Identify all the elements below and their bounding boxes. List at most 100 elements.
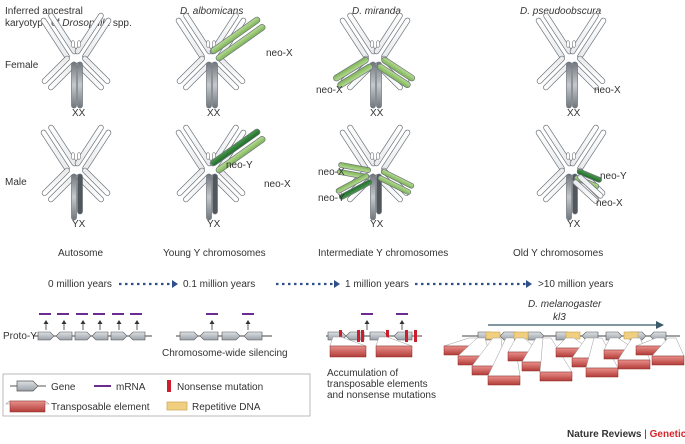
col-title-ancestral-line2: karyotype of Drosophila spp. — [5, 18, 132, 29]
row-label-female: Female — [5, 60, 39, 71]
transposable-element — [375, 345, 413, 358]
chromosome-arm — [41, 167, 70, 196]
silencing-label: Chromosome-wide silencing — [162, 348, 288, 359]
gene — [110, 331, 128, 341]
dot-chromosome — [206, 40, 211, 48]
gene — [74, 331, 92, 341]
x-chromosome — [566, 173, 572, 221]
accumulation-line3: and nonsense mutations — [327, 390, 436, 401]
accumulation-line1: Accumulation of — [327, 368, 398, 379]
legend-gene-icon — [10, 380, 46, 392]
transcription-arrow — [43, 320, 49, 324]
timeline-arrowhead — [334, 280, 340, 288]
x-chromosome — [71, 61, 77, 109]
neo-x-arm — [338, 162, 372, 173]
dot-chromosome — [369, 152, 374, 160]
transposable-element — [539, 371, 573, 382]
col-title-albomicans: D. albomicans — [180, 6, 243, 17]
chromosome-arm — [82, 167, 111, 196]
legend-te: Transposable element — [51, 402, 150, 413]
timeline-arrowhead — [172, 280, 178, 288]
transcription-arrow — [61, 320, 67, 324]
transposable-element — [329, 345, 367, 358]
transposable-element — [487, 375, 521, 386]
gene — [243, 331, 263, 341]
neo-x-arm — [337, 63, 373, 89]
neo-x-label: neo-X — [266, 48, 293, 59]
transcription-arrow — [245, 320, 251, 324]
neo-sex-chromosomes — [335, 162, 415, 200]
transposable-element — [651, 355, 685, 366]
gene — [37, 331, 55, 341]
dot-chromosome — [369, 40, 374, 48]
old-y-model — [443, 321, 685, 386]
proto-y-model — [33, 313, 152, 341]
x-chromosome — [572, 61, 578, 109]
stage-young-y: Young Y chromosomes — [163, 248, 266, 259]
chromosome-arm — [536, 55, 565, 84]
chromosome-arm — [210, 62, 239, 91]
neo-y-arm — [210, 128, 261, 166]
young-y-model — [176, 313, 272, 341]
timeline-1: 0.1 million years — [183, 279, 255, 290]
x-chromosome — [206, 61, 212, 109]
neo-y-arm — [335, 173, 370, 194]
neo-x-label: neo-X — [596, 198, 623, 209]
proto-y-label: Proto-Y — [3, 331, 37, 342]
dot-chromosome — [565, 40, 570, 48]
col-title-miranda: D. miranda — [352, 6, 401, 17]
chromosome-arm — [569, 124, 599, 167]
neo-x-arm — [377, 175, 412, 195]
neo-sex-chromosomes — [572, 168, 604, 204]
transcription-arrow — [97, 320, 103, 324]
chromosome-arm — [209, 124, 239, 167]
karyotype — [40, 124, 112, 221]
chromosome-arm — [74, 12, 104, 55]
nonsense-mutation — [361, 330, 364, 342]
neo-x-label: neo-X — [318, 167, 345, 178]
neo-x-arm — [577, 174, 604, 199]
transcription-arrow — [399, 320, 405, 324]
karyotype — [535, 12, 607, 109]
gene — [393, 331, 413, 341]
melanogaster-title: D. melanogaster — [528, 299, 602, 310]
transcription-arrow — [209, 320, 215, 324]
accumulation-line2: transposable elements — [327, 379, 428, 390]
timeline-arrowhead — [526, 280, 532, 288]
kl3-gene-label: kl3 — [553, 312, 566, 323]
neo-x-arm — [572, 179, 599, 204]
x-chromosome — [206, 173, 212, 221]
col-title-pseudoobscura: D. pseudoobscura — [520, 6, 602, 17]
nonsense-mutation — [386, 330, 389, 342]
chromosome-arm — [569, 12, 599, 55]
karyotype-label-yx: YX — [72, 219, 86, 230]
gene — [128, 331, 146, 341]
legend-te-icon — [5, 400, 50, 413]
chromosome-arm — [570, 62, 599, 91]
legend-mrna: mRNA — [116, 382, 146, 393]
repetitive-dna — [623, 331, 639, 340]
intermediate-y-model — [326, 313, 422, 358]
dot-chromosome — [71, 152, 76, 160]
nonsense-mutation — [414, 330, 417, 342]
neo-y-arm — [576, 168, 602, 183]
chromosome-arm — [74, 124, 104, 167]
stage-intermediate-y: Intermediate Y chromosomes — [318, 248, 448, 259]
legend-nonsense-icon — [167, 380, 171, 392]
nonsense-mutation — [405, 330, 408, 342]
neo-x-label: neo-X — [264, 179, 291, 190]
chromosome-arm — [373, 124, 403, 167]
neo-x-label: neo-X — [594, 85, 621, 96]
y-chromosome — [77, 173, 83, 215]
karyotype — [40, 12, 112, 109]
transposable-element — [585, 367, 619, 378]
karyotype — [175, 12, 247, 109]
gene — [221, 331, 241, 341]
karyotype-label-yx: YX — [370, 219, 384, 230]
transcription-arrow — [364, 320, 370, 324]
chromosome-arm — [176, 55, 205, 84]
gene — [199, 331, 219, 341]
karyotype-label-yx: YX — [207, 219, 221, 230]
chromosome-arm — [176, 167, 205, 196]
dot-chromosome — [571, 152, 576, 160]
